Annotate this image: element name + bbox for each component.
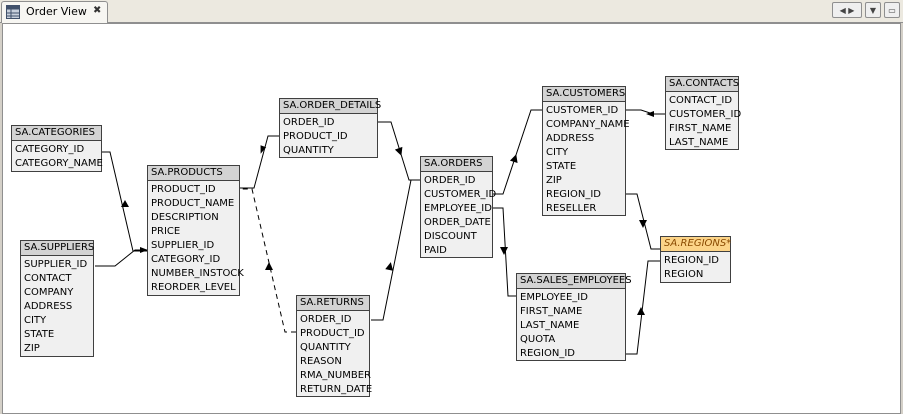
column-field: REASON: [300, 356, 342, 367]
column-field: PRODUCT_ID: [300, 328, 365, 339]
relation-returns-orders: [371, 179, 420, 321]
column-field: QUANTITY: [283, 145, 334, 156]
column-field: REORDER_LEVEL: [151, 282, 236, 293]
entity-title: SA.RETURNS: [297, 296, 369, 311]
tab-label: Order View: [26, 5, 87, 18]
entity-regions-selected[interactable]: SA.REGIONS* REGION_ID REGION: [660, 236, 731, 283]
relationship-lines: [95, 109, 665, 355]
column-field: COMPANY: [24, 287, 74, 298]
column-field: ORDER_ID: [283, 117, 335, 128]
column-field: CUSTOMER_ID: [669, 109, 742, 120]
column-field: CONTACT_ID: [669, 95, 733, 106]
table-view-icon: [6, 5, 20, 19]
column-field: RESELLER: [546, 203, 597, 214]
column-field: CATEGORY_ID: [151, 254, 221, 265]
relation-returns-products: [240, 188, 296, 333]
entity-title: SA.PRODUCTS: [148, 166, 239, 181]
tab-scroll-left-right-buttons[interactable]: ◀ ▶: [832, 2, 862, 18]
column-field: CUSTOMER_ID: [424, 189, 497, 200]
relation-contacts-customers: [626, 109, 665, 115]
relation-orders-customers: [492, 109, 542, 195]
column-field: EMPLOYEE_ID: [424, 203, 492, 214]
relation-suppliers-products: [95, 249, 147, 267]
maximize-icon[interactable]: ▭: [884, 2, 900, 18]
entity-order-details[interactable]: SA.ORDER_DETAILS ORDER_ID PRODUCT_ID QUA…: [279, 98, 381, 158]
entity-sales-employees[interactable]: SA.SALES_EMPLOYEES EMPLOYEE_ID FIRST_NAM…: [516, 273, 632, 361]
column-field: PRODUCT_ID: [151, 184, 216, 195]
entity-orders[interactable]: SA.ORDERS ORDER_ID CUSTOMER_ID EMPLOYEE_…: [420, 156, 497, 258]
diagram-canvas[interactable]: SA.CATEGORIES CATEGORY_ID CATEGORY_NAME …: [2, 23, 901, 414]
view-menu-dropdown-icon[interactable]: ▼: [865, 2, 881, 18]
column-field: NUMBER_INSTOCK: [151, 268, 244, 279]
column-field: ZIP: [24, 343, 40, 354]
column-field: CONTACT: [24, 273, 72, 284]
column-field: PRODUCT_ID: [283, 131, 348, 142]
entity-title: SA.ORDER_DETAILS: [280, 99, 381, 114]
column-field: FIRST_NAME: [669, 123, 732, 134]
column-field: LAST_NAME: [520, 320, 580, 331]
column-field: PAID: [424, 245, 447, 256]
column-field: REGION_ID: [664, 255, 719, 266]
column-field: ORDER_ID: [424, 175, 476, 186]
column-field: RMA_NUMBER: [300, 370, 371, 381]
entity-customers[interactable]: SA.CUSTOMERS CUSTOMER_ID COMPANY_NAME AD…: [542, 86, 630, 216]
relation-orderdetails-products: [239, 135, 279, 189]
column-field: CATEGORY_NAME: [15, 158, 103, 169]
column-field: ZIP: [546, 175, 562, 186]
column-field: EMPLOYEE_ID: [520, 292, 588, 303]
column-field: QUANTITY: [300, 342, 351, 353]
relation-salesemployees-regions: [626, 260, 660, 355]
column-field: SUPPLIER_ID: [151, 240, 215, 251]
column-field: QUOTA: [520, 334, 556, 345]
column-field: COMPANY_NAME: [546, 119, 630, 130]
column-field: CATEGORY_ID: [15, 144, 85, 155]
column-field: REGION_ID: [546, 189, 601, 200]
tab-order-view[interactable]: Order View ✖: [1, 1, 108, 23]
entity-title: SA.REGIONS*: [661, 237, 731, 252]
entity-suppliers[interactable]: SA.SUPPLIERS SUPPLIER_ID CONTACT COMPANY…: [20, 240, 94, 357]
column-field: SUPPLIER_ID: [24, 259, 88, 270]
entity-title: SA.CONTACTS: [666, 77, 739, 92]
column-field: DESCRIPTION: [151, 212, 219, 223]
column-field: ADDRESS: [546, 133, 595, 144]
column-field: DISCOUNT: [424, 231, 477, 242]
entity-title: SA.SUPPLIERS: [21, 241, 94, 256]
column-field: ORDER_ID: [300, 314, 352, 325]
editor-tab-bar: Order View ✖ ◀ ▶ ▼ ▭: [0, 0, 903, 23]
column-field: STATE: [24, 329, 55, 340]
entity-title: SA.CUSTOMERS: [543, 87, 625, 102]
column-field: CITY: [546, 147, 569, 158]
column-field: PRODUCT_NAME: [151, 198, 235, 209]
entity-title: SA.ORDERS: [421, 157, 492, 172]
entity-products[interactable]: SA.PRODUCTS PRODUCT_ID PRODUCT_NAME DESC…: [147, 165, 244, 296]
column-field: ORDER_DATE: [424, 217, 491, 228]
column-field: REGION_ID: [520, 348, 575, 359]
entity-returns[interactable]: SA.RETURNS ORDER_ID PRODUCT_ID QUANTITY …: [296, 295, 373, 397]
column-field: RETURN_DATE: [300, 384, 373, 395]
column-field: STATE: [546, 161, 577, 172]
column-field: FIRST_NAME: [520, 306, 583, 317]
entity-title: SA.SALES_EMPLOYEES: [517, 274, 632, 289]
entity-categories[interactable]: SA.CATEGORIES CATEGORY_ID CATEGORY_NAME: [11, 125, 103, 172]
column-field: CUSTOMER_ID: [546, 105, 619, 116]
entity-title: SA.CATEGORIES: [12, 126, 101, 141]
column-field: ADDRESS: [24, 301, 73, 312]
column-field: CITY: [24, 315, 47, 326]
column-field: PRICE: [151, 226, 181, 237]
entity-contacts[interactable]: SA.CONTACTS CONTACT_ID CUSTOMER_ID FIRST…: [665, 76, 742, 150]
column-field: REGION: [664, 269, 704, 280]
column-field: LAST_NAME: [669, 137, 729, 148]
tab-close-icon[interactable]: ✖: [93, 5, 102, 16]
